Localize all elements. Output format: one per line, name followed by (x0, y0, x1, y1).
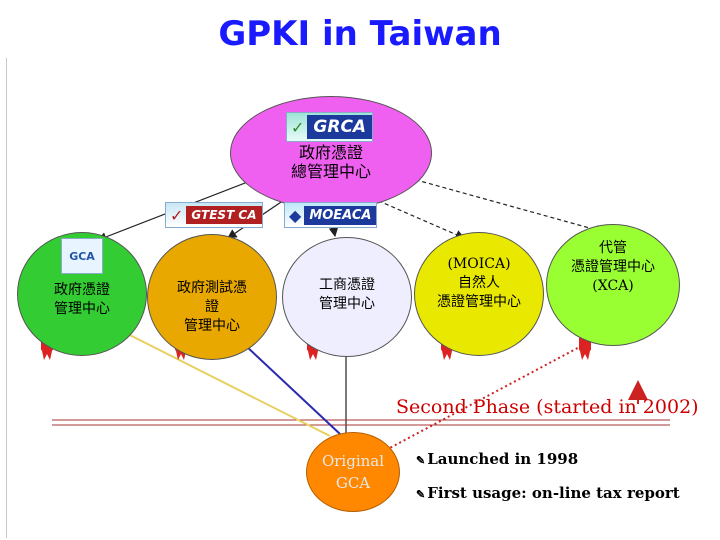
root-label-line-1: 政府憑證 (298, 143, 363, 162)
ca-node-1-line-2: 管理中心 (54, 301, 110, 317)
root-label-line-2: 總管理中心 (290, 162, 371, 181)
link-gca-red-dotted (385, 316, 638, 451)
grca-logo-text: GRCA (307, 115, 373, 139)
bullet-item: ✎First usage: on-line tax report (416, 484, 680, 518)
ca-node-4-line-1: (MOICA) (447, 256, 511, 272)
ca-node-2-line-2: 證 (205, 299, 219, 315)
slide-title: GPKI in Taiwan (218, 14, 502, 54)
ca-node-3-line-1: 工商憑證 (319, 277, 375, 293)
ca-node-4-line-2: 自然人 (458, 275, 500, 291)
gtestca-logo: ✓ GTEST CA (165, 202, 263, 228)
ca-node-gtestca: 政府測試憑 證 管理中心 (147, 234, 277, 360)
ca-node-3-line-2: 管理中心 (319, 296, 375, 312)
ca-node-2-line-3: 管理中心 (184, 318, 240, 334)
moeaca-emblem-icon: ◆ (289, 205, 302, 225)
ca-node-4-line-3: 憑證管理中心 (437, 294, 521, 310)
ca-node-5-line-3: (XCA) (592, 278, 634, 294)
moeaca-logo-text: MOEACA (304, 205, 377, 225)
original-gca-line-2: GCA (335, 474, 371, 492)
edge-root-to-moica (371, 197, 466, 240)
bullet-list: ✎Launched in 1998 ✎First usage: on-line … (416, 450, 680, 518)
ca-node-1-line-1: 政府憑證 (54, 282, 110, 298)
pen-bullet-icon: ✎ (416, 488, 426, 501)
ca-node-moeaca: 工商憑證 管理中心 (282, 237, 412, 357)
original-gca-node: Original GCA (306, 432, 400, 512)
original-gca-line-1: Original (321, 452, 385, 470)
ca-node-5-line-2: 憑證管理中心 (571, 259, 655, 275)
bullet-item: ✎Launched in 1998 (416, 450, 680, 484)
slide-left-border (6, 58, 7, 538)
gtestca-swoosh-icon: ✓ (170, 205, 184, 225)
bullet-text-1: Launched in 1998 (427, 450, 579, 468)
moeaca-logo: ◆ MOEACA (284, 202, 378, 228)
grca-swoosh-icon: ✓ (291, 117, 305, 137)
gca-logo: GCA (61, 238, 103, 274)
ca-node-xca: 代管 憑證管理中心 (XCA) (546, 224, 680, 346)
root-node-label: 政府憑證 總管理中心 (231, 143, 431, 181)
gca-logo-text: GCA (69, 249, 95, 263)
gtestca-logo-text: GTEST CA (186, 206, 262, 224)
grca-logo: ✓ GRCA (286, 112, 374, 142)
second-phase-label: Second Phase (started in 2002) (396, 396, 699, 418)
ca-node-5-line-1: 代管 (599, 240, 627, 256)
pen-bullet-icon: ✎ (416, 454, 426, 467)
bullet-text-2: First usage: on-line tax report (427, 484, 680, 502)
ca-node-2-line-1: 政府測試憑 (177, 280, 247, 296)
ca-node-moica: (MOICA) 自然人 憑證管理中心 (414, 232, 544, 356)
